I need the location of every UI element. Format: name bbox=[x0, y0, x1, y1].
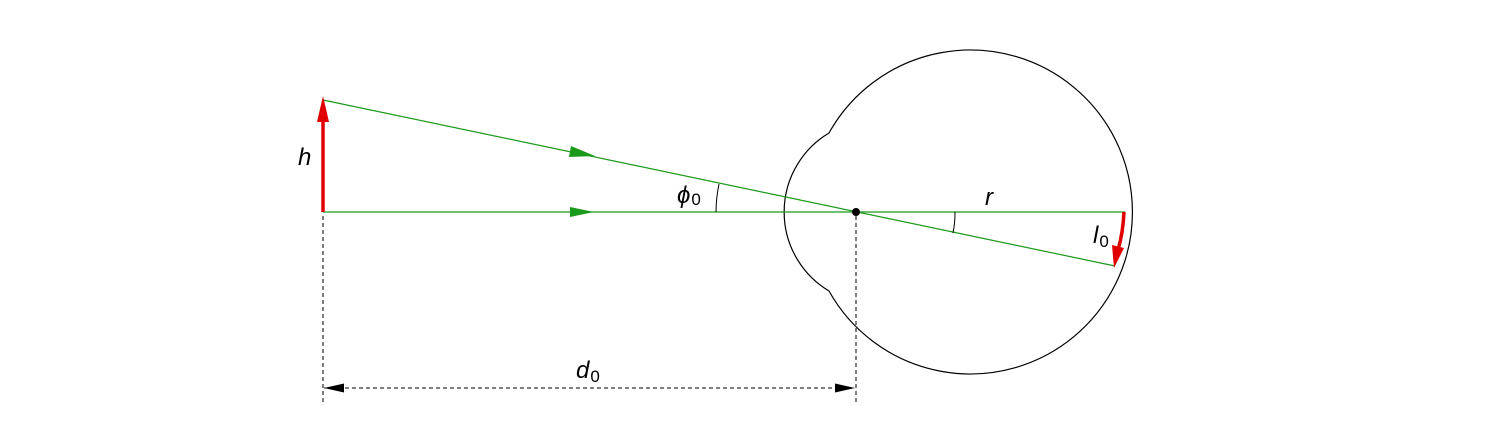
label-phi0: ϕ0 bbox=[677, 182, 701, 209]
image-arrow-icon bbox=[1112, 245, 1124, 268]
chief-ray-arrowhead bbox=[569, 146, 595, 157]
object-arrow-icon bbox=[317, 96, 329, 122]
eye-outline bbox=[783, 49, 1133, 375]
chief-ray bbox=[322, 99, 1116, 267]
visual-angle-arc bbox=[715, 183, 720, 213]
label-r: r bbox=[985, 184, 994, 211]
nodal-point-icon bbox=[852, 208, 860, 216]
label-d0: d0 bbox=[576, 357, 600, 386]
axis-ray-arrowhead bbox=[570, 207, 594, 217]
retina-angle-arc bbox=[952, 211, 956, 234]
label-l0: l0 bbox=[1093, 222, 1109, 251]
image-arrow-shaft bbox=[1116, 211, 1126, 251]
label-h: h bbox=[298, 144, 311, 171]
